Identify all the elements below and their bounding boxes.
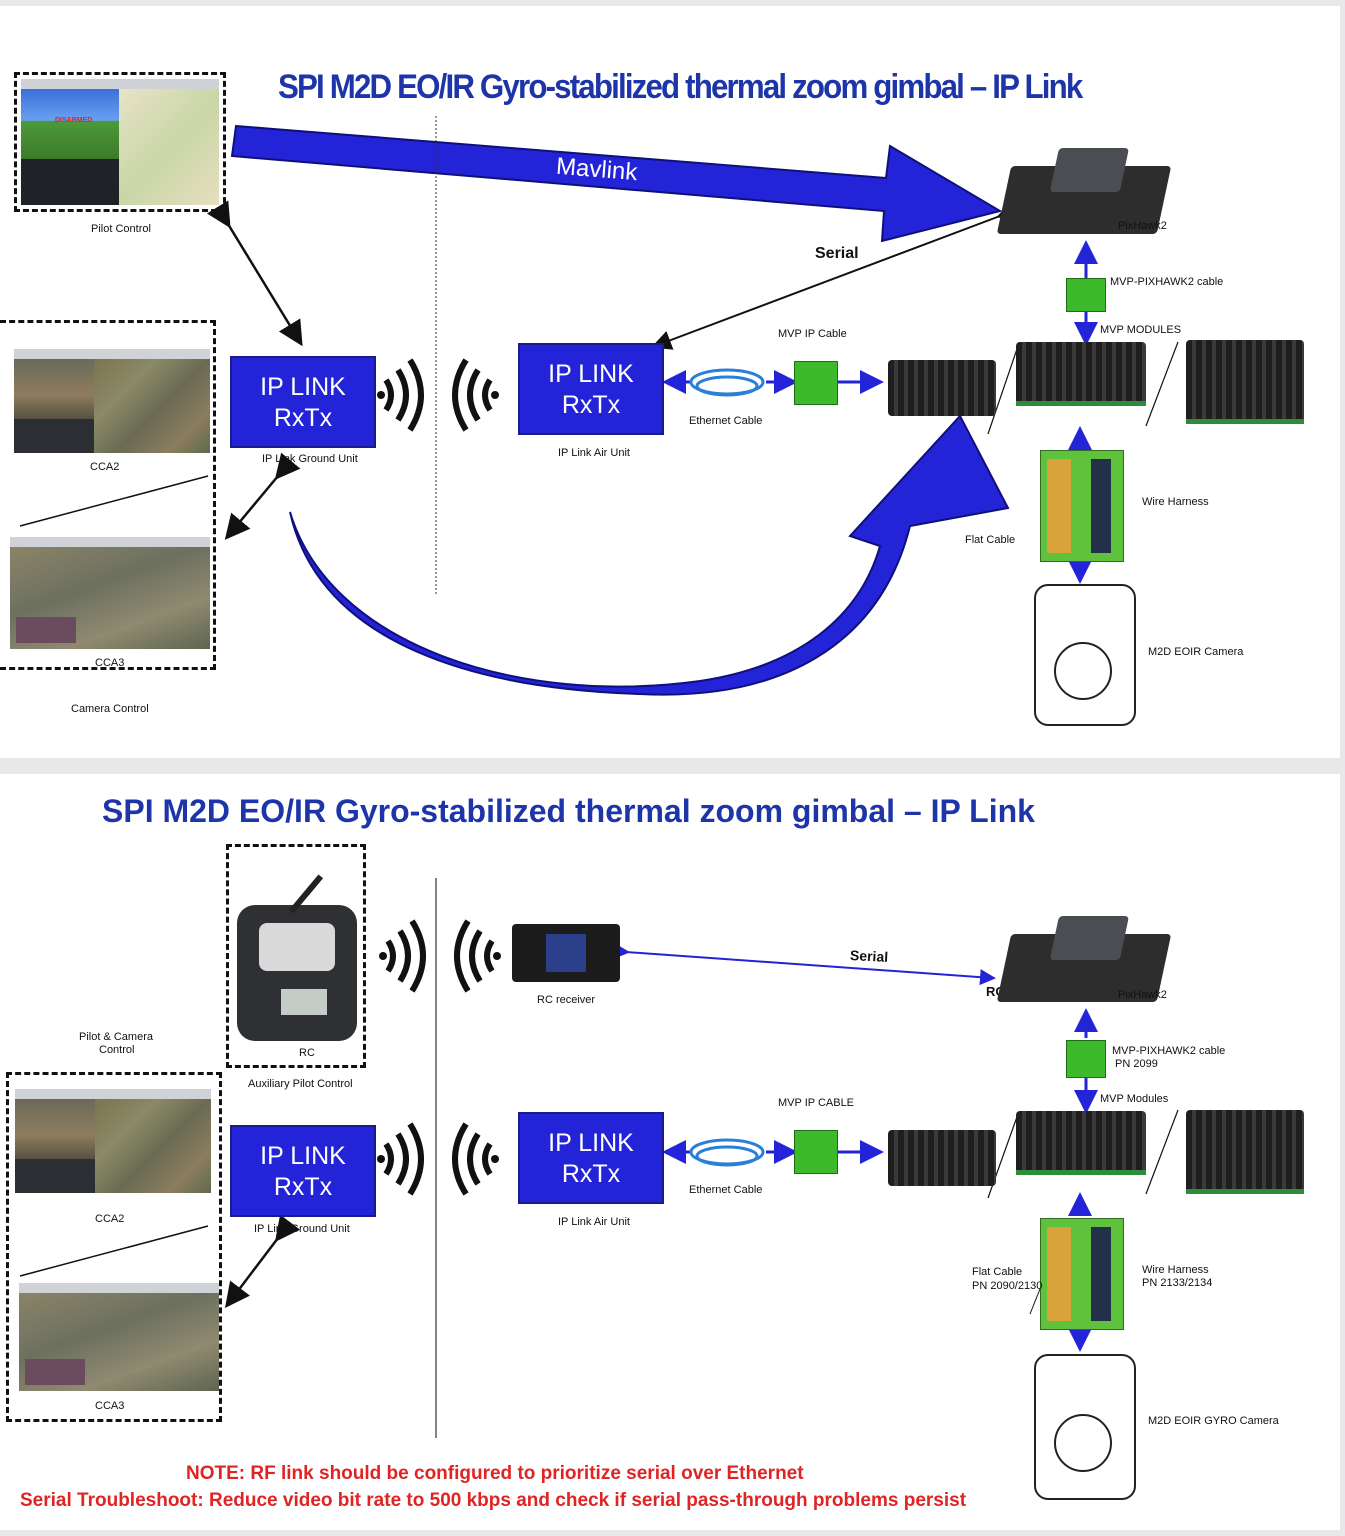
camera-control-label: Camera Control [71, 703, 149, 715]
pilot-control-box: DISARMED [14, 72, 226, 212]
pixhawk-cable-label: MVP-PIXHAWK2 cable [1110, 276, 1224, 288]
wifi-icon-rc [379, 919, 426, 993]
ethernet-cable-label: Ethernet Cable [689, 415, 763, 427]
pixhawk-cable-icon [1066, 278, 1106, 312]
mvp-ip-module [888, 360, 996, 416]
page-title: SPI M2D EO/IR Gyro-stabilized thermal zo… [278, 68, 1083, 106]
pixhawk-cable-icon-bottom [1066, 1040, 1106, 1078]
mavlink-arrow-lower [289, 414, 1010, 696]
serial-label: Serial [815, 245, 859, 262]
ip-link-ground-line2: RxTx [273, 404, 333, 432]
wifi-icon-ground-bottom [377, 1122, 424, 1196]
mvp-main-module [1016, 342, 1146, 406]
ethernet-cable-icon [689, 368, 765, 397]
pixhawk2-label-bottom: PixHawk2 [1118, 989, 1167, 1001]
cca3-screenshot-bottom [19, 1283, 219, 1391]
diagram-panel-bottom: SPI M2D EO/IR Gyro-stabilized thermal zo… [0, 774, 1340, 1530]
pixhawk-cable-label-1: MVP-PIXHAWK2 cable [1112, 1045, 1226, 1057]
wifi-icon-rc-receiver [454, 919, 501, 993]
mvp-ip-cable-label: MVP IP Cable [778, 328, 847, 340]
ip-link-ground-unit: IP LINK RxTx [230, 356, 376, 448]
serial-label-bottom: Serial [849, 947, 889, 965]
wire-harness-label-1: Wire Harness [1142, 1264, 1209, 1276]
camera-control-box: CCA2 CCA3 [0, 320, 216, 670]
wire-harness-image-bottom [1040, 1218, 1124, 1330]
flat-cable-label: Flat Cable [965, 534, 1016, 546]
mvp-ip-module-bottom [888, 1130, 996, 1186]
pilot-control-label: Pilot Control [91, 223, 151, 235]
rc-transmitter-image [237, 905, 357, 1041]
ip-link-ground-caption-bottom: IP Link Ground Unit [254, 1223, 350, 1235]
m2d-camera-image [1034, 584, 1136, 726]
mission-planner-screenshot: DISARMED [21, 79, 219, 205]
ip-link-ground-line1: IP LINK [260, 373, 346, 401]
ethernet-cable-icon-bottom [689, 1138, 765, 1167]
cca2-screenshot-bottom [15, 1089, 211, 1193]
ip-link-air-line1: IP LINK [548, 360, 634, 388]
pixhawk2-label: PixHawk2 [1118, 220, 1167, 232]
cca3-label-bottom: CCA3 [95, 1400, 125, 1412]
rc-label: RC [299, 1047, 315, 1059]
gyro-camera-label: M2D EOIR GYRO Camera [1148, 1415, 1279, 1427]
m2d-gyro-camera-image [1034, 1354, 1136, 1500]
hud-text: DISARMED [55, 117, 93, 124]
connection-arrows-bottom [19, 878, 1179, 1438]
page-title-bottom: SPI M2D EO/IR Gyro-stabilized thermal zo… [102, 793, 1035, 829]
cca2-screenshot [14, 349, 210, 453]
ip-link-air-line2: RxTx [561, 391, 621, 419]
aux-pilot-control-box: RC [226, 844, 366, 1068]
camera-control-box-bottom: CCA2 CCA3 [6, 1072, 222, 1422]
note-line-2: Serial Troubleshoot: Reduce video bit ra… [20, 1490, 967, 1511]
diagram-panel-top: SPI M2D EO/IR Gyro-stabilized thermal zo… [0, 6, 1340, 758]
ethernet-cable-label-bottom: Ethernet Cable [689, 1184, 763, 1196]
wifi-icon-ground [377, 358, 424, 432]
ip-link-air-caption-bottom: IP Link Air Unit [558, 1216, 630, 1228]
mvp-ip-cable-label-bottom: MVP IP CABLE [778, 1097, 855, 1109]
ip-link-air-unit-bottom: IP LINK RxTx [518, 1112, 664, 1204]
aux-pilot-label: Auxiliary Pilot Control [248, 1078, 353, 1090]
cca3-screenshot [10, 537, 210, 649]
mvp-modules-label-bottom: MVP Modules [1100, 1093, 1169, 1105]
mvp-alt-module-bottom [1186, 1110, 1304, 1194]
pilot-camera-control-label-2: Control [99, 1044, 135, 1056]
flat-cable-label-1: Flat Cable [972, 1266, 1023, 1278]
mavlink-lower-label: Mavlink [622, 651, 704, 678]
note-line-1: NOTE: RF link should be configured to pr… [186, 1463, 804, 1484]
ip-link-ground-caption: IP Link Ground Unit [262, 453, 358, 465]
ip-link-air-bottom-line1: IP LINK [548, 1129, 634, 1157]
cca3-label: CCA3 [95, 657, 125, 669]
wire-harness-label: Wire Harness [1142, 496, 1209, 508]
rc-receiver-label: RC receiver [537, 994, 596, 1006]
rc-receiver-image [512, 924, 620, 982]
mvp-main-module-bottom [1016, 1111, 1146, 1175]
ip-link-air-bottom-line2: RxTx [561, 1160, 621, 1188]
flat-cable-label-2: PN 2090/2130 [972, 1280, 1043, 1292]
mvp-alt-module [1186, 340, 1304, 424]
pilot-camera-control-label-1: Pilot & Camera [79, 1031, 153, 1043]
ip-link-air-caption: IP Link Air Unit [558, 447, 630, 459]
ip-link-air-unit: IP LINK RxTx [518, 343, 664, 435]
wire-harness-image [1040, 450, 1124, 562]
pixhawk-cable-label-2: PN 2099 [1115, 1058, 1158, 1070]
mvp-modules-label: MVP MODULES [1100, 324, 1182, 336]
ip-link-ground-bottom-line2: RxTx [273, 1173, 333, 1201]
ip-link-ground-bottom-line1: IP LINK [260, 1142, 346, 1170]
wire-harness-label-2: PN 2133/2134 [1142, 1277, 1213, 1289]
wifi-icon-air-bottom [452, 1122, 499, 1196]
ip-link-ground-unit-bottom: IP LINK RxTx [230, 1125, 376, 1217]
cca2-label-bottom: CCA2 [95, 1213, 125, 1225]
camera-label: M2D EOIR Camera [1148, 646, 1244, 658]
mvp-ip-cable-icon [794, 361, 838, 405]
cca2-label: CCA2 [90, 461, 120, 473]
connection-arrows [19, 116, 1179, 696]
wifi-icon-air [452, 358, 499, 432]
mvp-ip-cable-icon-bottom [794, 1130, 838, 1174]
